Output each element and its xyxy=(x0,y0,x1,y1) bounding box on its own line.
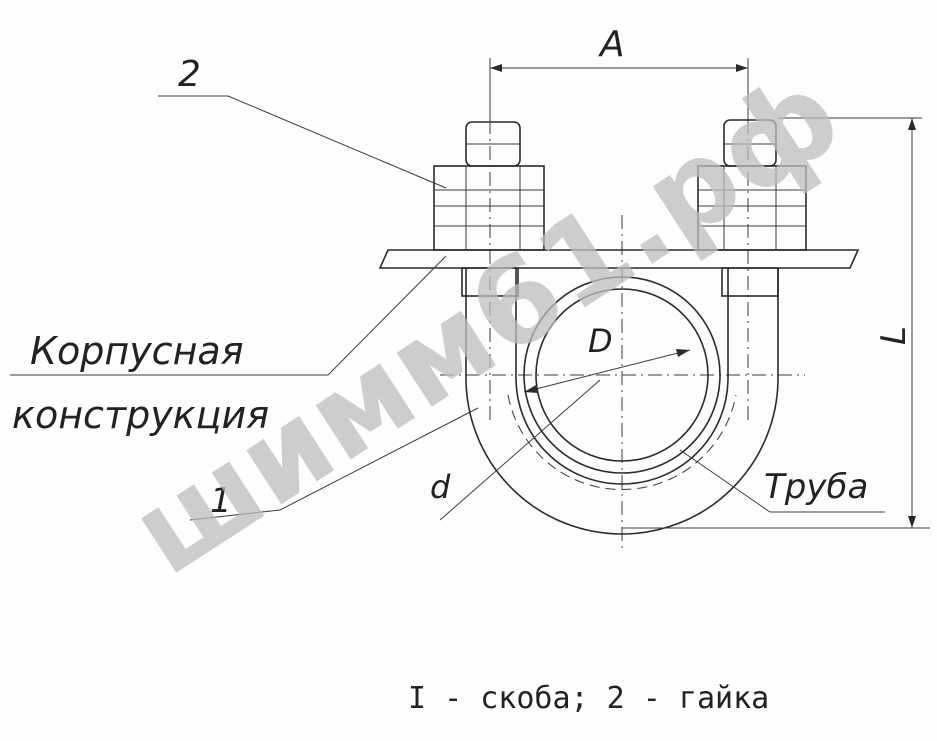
pipe-hidden-arc xyxy=(507,394,737,491)
dim-l-label: L xyxy=(874,326,914,345)
legend-caption: I - скоба; 2 - гайка xyxy=(408,681,769,716)
left-nut-assembly xyxy=(433,121,545,297)
nut-callout: 2 xyxy=(178,54,201,95)
u-bolt-inner xyxy=(515,268,729,485)
dim-d-rod-label: d xyxy=(430,468,451,506)
bracket-callout: 1 xyxy=(210,481,232,521)
dim-a-label: A xyxy=(598,24,625,65)
hull-label-line1: Корпусная xyxy=(30,329,244,373)
hull-leader xyxy=(10,255,447,376)
pipe-label: Труба xyxy=(764,467,868,507)
pipe-leader xyxy=(679,449,885,513)
right-nut-assembly xyxy=(697,119,807,297)
dim-d-outer-label: D xyxy=(588,322,613,360)
hull-label-line2: конструкция xyxy=(12,393,269,437)
watermark: шимм61.рф xyxy=(108,44,864,602)
u-bolt-outer xyxy=(465,268,779,535)
pipe-outer-circle xyxy=(523,276,721,474)
dim-d-line xyxy=(523,349,691,393)
bracket-leader xyxy=(189,407,479,521)
pipe-inner-circle xyxy=(535,288,709,462)
nut-leader xyxy=(158,95,447,189)
dim-rod-line xyxy=(439,379,601,521)
